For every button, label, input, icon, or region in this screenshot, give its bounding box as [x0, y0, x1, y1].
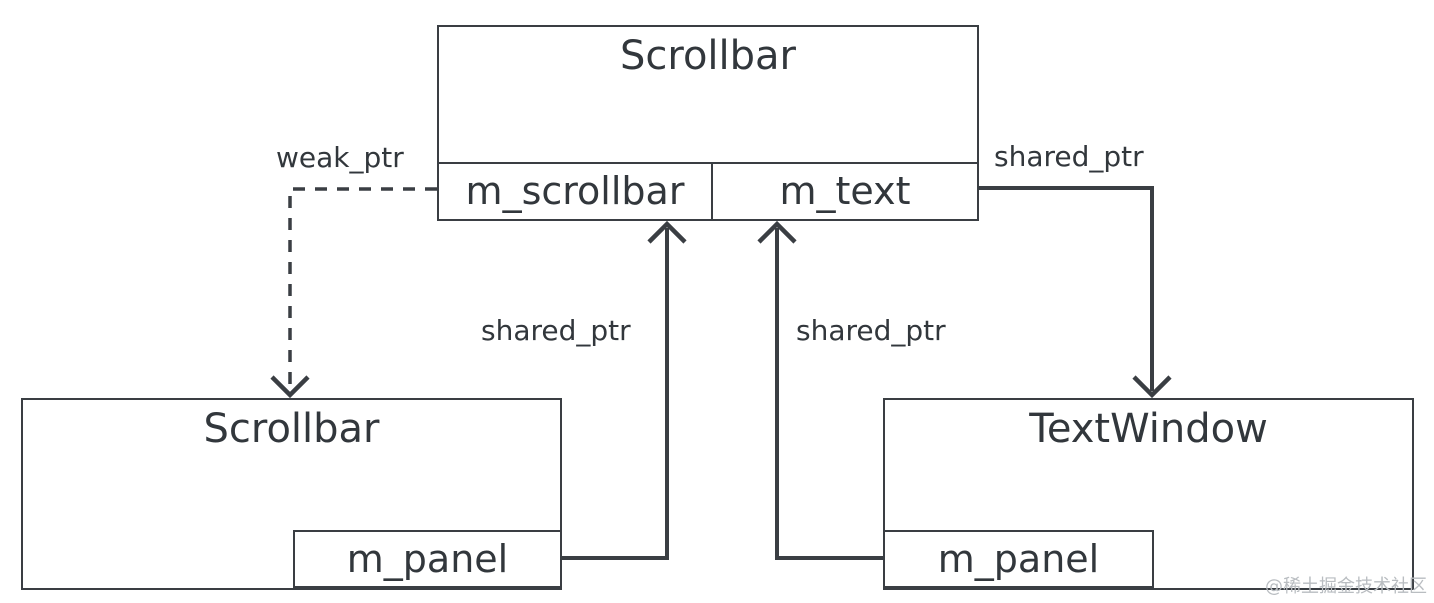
shared-ptr-line — [775, 228, 884, 560]
arrowhead-up-icon — [647, 220, 687, 244]
edge-shared-ptr-mid-left — [562, 220, 687, 560]
arrowhead-down-icon — [270, 375, 310, 399]
node-title: TextWindow — [1029, 406, 1268, 452]
shared-ptr-line — [562, 228, 669, 560]
field-m-text: m_text — [711, 162, 979, 221]
edge-label-shared-ptr-top-right: shared_ptr — [994, 140, 1144, 173]
edge-shared-ptr-mid-right — [757, 220, 884, 560]
shared-ptr-line — [979, 186, 1154, 391]
edge-label-shared-ptr-mid-right: shared_ptr — [796, 314, 946, 347]
arrowhead-down-icon — [1132, 375, 1172, 399]
weak-ptr-line — [288, 187, 437, 390]
field-label: m_panel — [346, 537, 509, 581]
edge-label-weak-ptr: weak_ptr — [276, 141, 404, 174]
watermark-text: @稀土掘金技术社区 — [1265, 576, 1427, 597]
field-m-panel-left: m_panel — [293, 530, 562, 588]
field-label: m_panel — [937, 537, 1100, 581]
field-label: m_text — [779, 169, 911, 213]
node-title: Scrollbar — [203, 406, 380, 452]
field-label: m_scrollbar — [465, 169, 685, 213]
arrowhead-up-icon — [757, 220, 797, 244]
node-title: Scrollbar — [620, 33, 796, 79]
field-m-scrollbar: m_scrollbar — [437, 162, 713, 221]
field-m-panel-right: m_panel — [883, 530, 1154, 588]
edge-shared-ptr-top-right — [979, 186, 1172, 399]
edge-label-shared-ptr-mid-left: shared_ptr — [481, 314, 631, 347]
edge-weak-ptr — [270, 187, 437, 399]
